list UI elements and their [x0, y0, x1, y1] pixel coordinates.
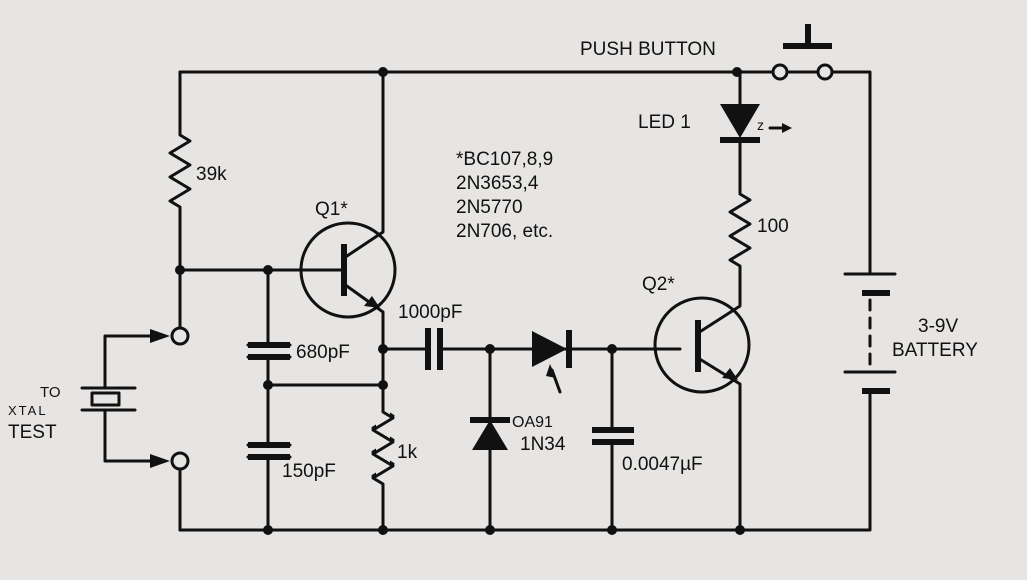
- crystal-socket: [80, 329, 170, 468]
- label-q1: Q1*: [315, 199, 348, 220]
- label-led: LED 1: [638, 112, 691, 133]
- note-line-1: *BC107,8,9: [456, 149, 553, 170]
- label-q2: Q2*: [642, 274, 675, 295]
- bottom-rail: [178, 390, 872, 532]
- label-0047uf: 0.0047µF: [622, 454, 703, 475]
- label-39k: 39k: [196, 164, 227, 185]
- push-button-switch: [771, 24, 834, 81]
- resistor-39k: [168, 70, 192, 330]
- note-line-2: 2N3653,4: [456, 173, 539, 194]
- capacitor-680pf: [246, 268, 385, 532]
- diode-1n34: [470, 347, 510, 532]
- label-battery-voltage: 3-9V: [918, 316, 958, 337]
- capacitor-1000pf: [425, 328, 443, 370]
- led-1: [720, 70, 792, 143]
- diode-oa91: [532, 330, 572, 394]
- label-680pf: 680pF: [296, 342, 350, 363]
- label-1k: 1k: [397, 442, 418, 463]
- transistor-q2: [653, 270, 751, 532]
- label-led-rays: z: [757, 117, 764, 133]
- note-line-4: 2N706, etc.: [456, 221, 553, 242]
- label-xtal-test: TEST: [8, 422, 57, 443]
- terminal-top: [170, 326, 190, 346]
- label-1000pf: 1000pF: [398, 302, 462, 323]
- label-xtal-to: TO: [40, 384, 61, 401]
- label-xtal: XTAL: [8, 403, 48, 418]
- junction-dots: [175, 67, 745, 535]
- label-oa91: OA91: [512, 414, 553, 431]
- resistor-100: [728, 140, 752, 274]
- label-push-button: PUSH BUTTON: [580, 39, 716, 60]
- label-100: 100: [757, 216, 789, 237]
- note-line-3: 2N5770: [456, 197, 523, 218]
- battery-positive-wire: [830, 70, 872, 274]
- label-1n34: 1N34: [520, 434, 566, 455]
- battery: [843, 272, 897, 394]
- label-battery: BATTERY: [892, 340, 978, 361]
- terminal-bottom: [170, 451, 190, 471]
- label-150pf: 150pF: [282, 461, 336, 482]
